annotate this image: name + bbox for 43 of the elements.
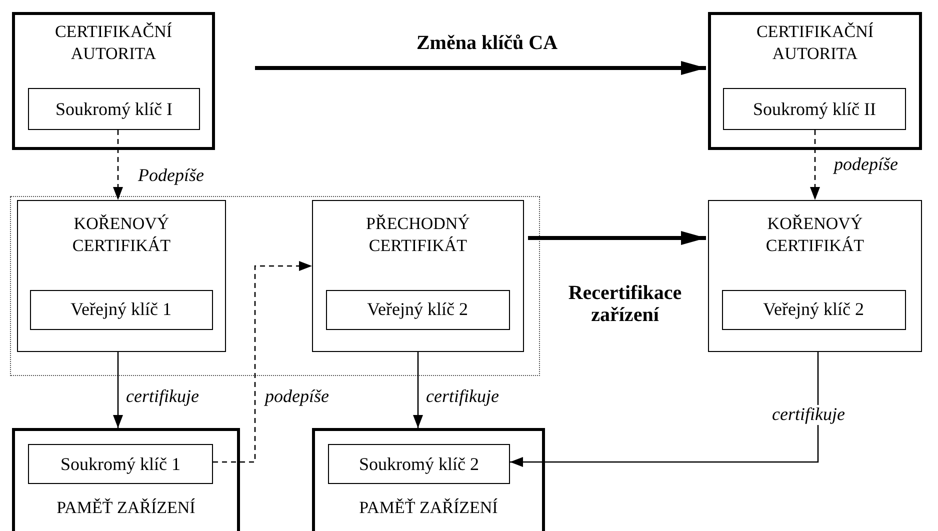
box-heading: PAMĚŤ ZAŘÍZENÍ bbox=[56, 497, 196, 519]
certificate-box bbox=[17, 200, 226, 352]
key-label: Soukromý klíč 1 bbox=[60, 454, 180, 474]
dashed-arrow bbox=[113, 130, 123, 200]
dashed-arrow bbox=[213, 261, 312, 463]
box-heading: PAMĚŤ ZAŘÍZENÍ bbox=[358, 497, 499, 519]
key-box bbox=[723, 88, 906, 130]
key-label: Veřejný klíč 2 bbox=[763, 299, 864, 320]
box-heading: CERTIFIKAČNÍ AUTORITA bbox=[755, 21, 875, 66]
thick-arrow bbox=[255, 61, 706, 75]
edge-label: certifikuje bbox=[424, 387, 501, 407]
key-label: Veřejný klíč 2 bbox=[367, 299, 468, 320]
dotted-group-box bbox=[10, 196, 540, 376]
thick-box bbox=[312, 428, 545, 531]
edge-label: Podepíše bbox=[136, 166, 206, 186]
dashed-arrow bbox=[810, 130, 820, 200]
arrow bbox=[113, 352, 123, 428]
edge-label: certifikuje bbox=[770, 405, 847, 425]
box-heading: CERTIFIKAČNÍ AUTORITA bbox=[54, 21, 174, 66]
key-box bbox=[28, 88, 200, 130]
key-label: Veřejný klíč 1 bbox=[70, 299, 172, 320]
key-box bbox=[30, 290, 212, 330]
arrow bbox=[413, 352, 423, 428]
key-label: Soukromý klíč I bbox=[56, 98, 172, 120]
box-heading: KOŘENOVÝ CERTIFIKÁT bbox=[71, 213, 172, 258]
certificate-box bbox=[312, 200, 524, 352]
thick-arrow bbox=[528, 231, 706, 245]
key-label: Soukromý klíč 2 bbox=[359, 454, 479, 474]
thick-box bbox=[708, 12, 922, 150]
key-box bbox=[28, 444, 213, 484]
key-box bbox=[326, 290, 510, 330]
thick-box bbox=[12, 12, 215, 150]
certificate-box bbox=[708, 200, 922, 352]
thick-box bbox=[12, 428, 240, 531]
key-label: Soukromý klíč II bbox=[753, 98, 876, 120]
box-heading: PŘECHODNÝ CERTIFIKÁT bbox=[365, 213, 471, 258]
arrow bbox=[510, 352, 819, 467]
key-box bbox=[328, 444, 510, 484]
edge-label: podepíše bbox=[832, 155, 900, 175]
box-heading: KOŘENOVÝ CERTIFIKÁT bbox=[764, 213, 866, 258]
key-box bbox=[722, 290, 906, 330]
edge-label: podepíše bbox=[263, 387, 331, 407]
edge-label: certifikuje bbox=[124, 387, 201, 407]
